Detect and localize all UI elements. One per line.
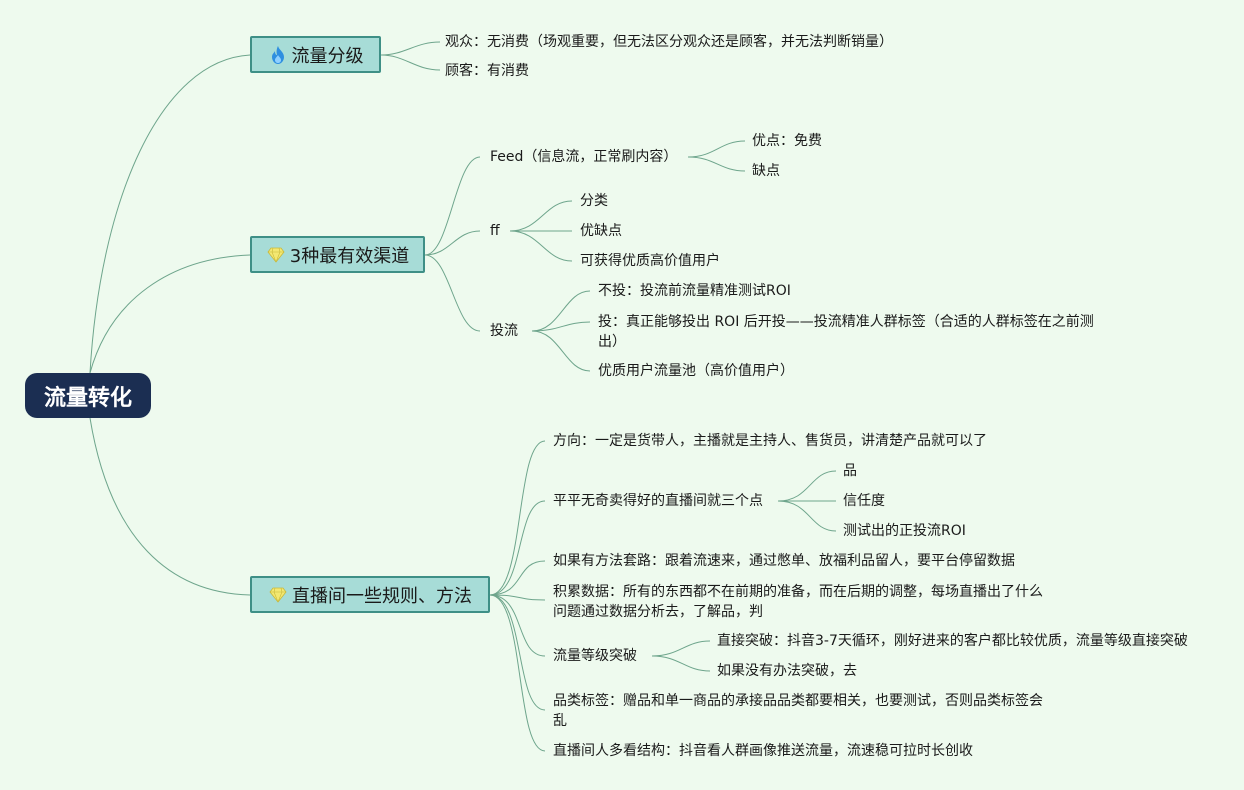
leaf-roi[interactable]: 测试出的正投流ROI (843, 523, 966, 539)
leaf-fallback[interactable]: 如果没有办法突破，去 (717, 663, 857, 679)
leaf-feed-con[interactable]: 缺点 (752, 163, 780, 179)
connector-live-category-tag (489, 594, 546, 711)
connector-root-live-rules (89, 417, 251, 596)
leaf-invest[interactable]: 投：真正能够投出 ROI 后开投——投流精准人群标签（合适的人群标签在之前测出） (598, 314, 1094, 350)
root-node[interactable]: 流量转化 (25, 373, 151, 418)
connector-root-channels (89, 254, 251, 374)
connector-live-direction (489, 440, 546, 596)
connector-ff-quality (509, 230, 573, 262)
leaf-structure[interactable]: 直播间人多看结构：抖音看人群画像推送流量，流速稳可拉时长创收 (553, 743, 973, 759)
leaf-audience[interactable]: 观众：无消费（场观重要，但无法区分观众还是顾客，并无法判断销量） (445, 34, 893, 50)
leaf-breakthrough[interactable]: 流量等级突破 (553, 648, 637, 664)
connector-live-three-points (489, 500, 546, 596)
connector-points-roi (777, 500, 837, 532)
connector-channels-invest (424, 254, 481, 332)
node-channels[interactable]: 3种最有效渠道 (250, 236, 425, 273)
connector-live-breakthrough (489, 594, 546, 657)
connector-points-product (777, 470, 837, 502)
diamond-icon (268, 584, 288, 606)
connector-break-direct (651, 640, 711, 657)
leaf-feed[interactable]: Feed（信息流，正常刷内容） (490, 149, 678, 165)
connector-channels-feed (424, 156, 481, 256)
fire-icon (268, 44, 288, 66)
node-traffic-level-label: 流量分级 (291, 45, 364, 67)
leaf-ff[interactable]: ff (490, 223, 500, 239)
leaf-category-tag[interactable]: 品类标签：赠品和单一商品的承接品品类都要相关，也要测试，否则品类标签会乱 (553, 693, 1043, 729)
leaf-direction[interactable]: 方向：一定是货带人，主播就是主持人、售货员，讲清楚产品就可以了 (553, 433, 987, 449)
leaf-three-points[interactable]: 平平无奇卖得好的直播间就三个点 (553, 493, 763, 509)
connector-root-traffic-level (89, 54, 251, 374)
root-label: 流量转化 (43, 385, 132, 411)
connector-break-fallback (651, 655, 711, 672)
leaf-accumulate[interactable]: 积累数据：所有的东西都不在前期的准备，而在后期的调整，每场直播出了什么问题通过数… (553, 584, 1043, 620)
connector-feed-pro (687, 140, 746, 158)
connector-live-accumulate (489, 594, 546, 601)
node-live-rules-label: 直播间一些规则、方法 (292, 585, 472, 607)
leaf-quality-pool[interactable]: 优质用户流量池（高价值用户） (598, 363, 794, 379)
leaf-direct-breakthrough[interactable]: 直接突破：抖音3-7天循环，刚好进来的客户都比较优质，流量等级直接突破 (717, 633, 1188, 649)
connector-live-structure (489, 594, 546, 752)
leaf-investment[interactable]: 投流 (490, 323, 518, 339)
node-live-rules[interactable]: 直播间一些规则、方法 (250, 576, 490, 613)
connector-ff-category (509, 200, 573, 232)
connector-invest-no (531, 290, 591, 332)
leaf-method[interactable]: 如果有方法套路：跟着流速来，通过憋单、放福利品留人，要平台停留数据 (553, 553, 1015, 569)
leaf-no-invest[interactable]: 不投：投流前流量精准测试ROI (598, 283, 791, 299)
connector-live-method (489, 560, 546, 596)
connector-invest-yes (531, 321, 591, 332)
leaf-ff-proscons[interactable]: 优缺点 (580, 223, 622, 239)
connector-invest-pool (531, 330, 591, 372)
leaf-customer[interactable]: 顾客：有消费 (445, 63, 529, 79)
connector-traffic-customer (380, 54, 441, 71)
leaf-feed-pro[interactable]: 优点：免费 (752, 133, 822, 149)
connector-channels-ff (424, 230, 481, 256)
leaf-product[interactable]: 品 (843, 463, 857, 479)
leaf-ff-category[interactable]: 分类 (580, 193, 608, 209)
node-traffic-level[interactable]: 流量分级 (250, 36, 381, 73)
connector-feed-con (687, 156, 746, 172)
connector-traffic-audience (380, 41, 441, 56)
leaf-ff-quality-users[interactable]: 可获得优质高价值用户 (580, 253, 720, 269)
node-channels-label: 3种最有效渠道 (289, 245, 410, 267)
diamond-icon (266, 244, 286, 266)
leaf-trust[interactable]: 信任度 (843, 493, 885, 509)
